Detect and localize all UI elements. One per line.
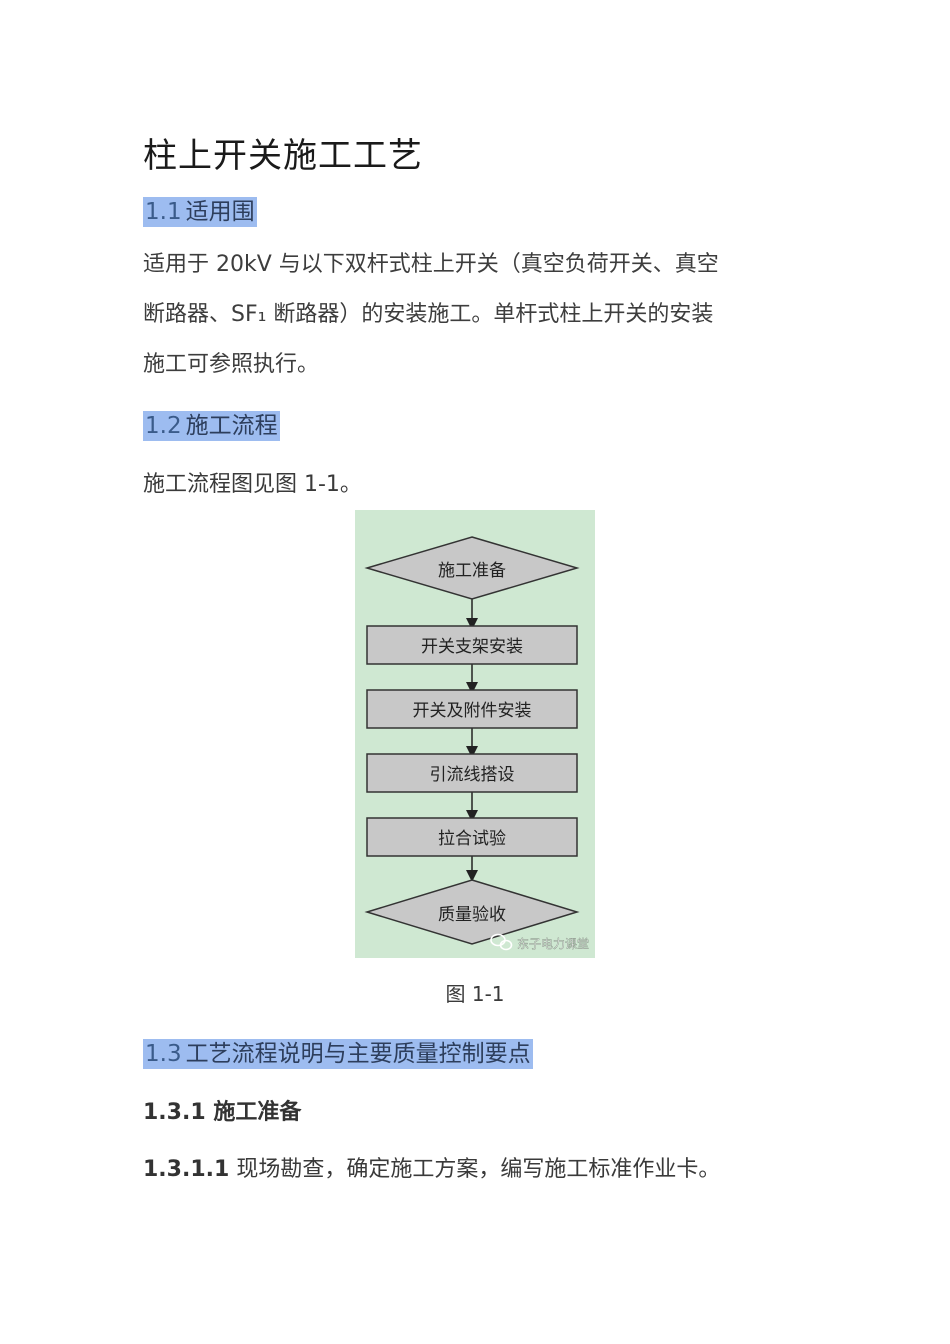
- flowchart: 施工准备 开关支架安装 开关及附件安装 引流线搭设 拉合试验 质量验收 东子电力…: [364, 536, 589, 951]
- paragraph-line: 断路器、SF₁ 断路器）的安装施工。单杆式柱上开关的安装: [143, 302, 714, 327]
- flow-step-shape: [366, 689, 578, 729]
- wechat-icon: [490, 933, 513, 951]
- subsection-title: 施工准备: [213, 1100, 302, 1125]
- section-number: 1.3: [143, 1039, 184, 1069]
- flowchart-figure: 施工准备 开关支架安装 开关及附件安装 引流线搭设 拉合试验 质量验收 东子电力…: [355, 510, 595, 958]
- flow-reference: 施工流程图见图 1-1。: [143, 472, 362, 497]
- flow-step-label: 拉合试验: [438, 829, 506, 849]
- flow-step-label: 施工准备: [438, 561, 506, 581]
- paragraph-line: 适用于 20kV 与以下双杆式柱上开关（真空负荷开关、真空: [143, 252, 719, 277]
- page-title: 柱上开关施工工艺: [143, 136, 423, 176]
- flow-step-shape: [364, 879, 580, 945]
- flow-step-label: 开关支架安装: [421, 637, 523, 657]
- section-title: 施工流程: [183, 411, 280, 441]
- flow-step-shape: [366, 817, 578, 857]
- paragraph-line: 施工可参照执行。: [143, 352, 320, 377]
- subsection-heading: 1.3.1 施工准备: [143, 1094, 301, 1126]
- scope-paragraph: 适用于 20kV 与以下双杆式柱上开关（真空负荷开关、真空 断路器、SF₁ 断路…: [143, 240, 813, 390]
- figure-caption: 图 1-1: [445, 982, 505, 1006]
- section-number: 1.1: [143, 197, 184, 227]
- watermark-text: 东子电力课堂: [517, 937, 589, 951]
- section-number: 1.2: [143, 411, 184, 441]
- subsection-number: 1.3.1: [143, 1100, 206, 1125]
- flow-step-shape: [366, 753, 578, 793]
- flow-step-shape: [366, 625, 578, 665]
- flow-step-label: 开关及附件安装: [413, 701, 532, 721]
- flow-step-label: 质量验收: [438, 905, 506, 925]
- item-line: 1.3.1.1 现场勘查，确定施工方案，编写施工标准作业卡。: [143, 1151, 720, 1183]
- flow-step-shape: [364, 536, 580, 600]
- section-title: 工艺流程说明与主要质量控制要点: [183, 1039, 533, 1069]
- flow-step-label: 引流线搭设: [430, 765, 515, 785]
- item-text: 现场勘查，确定施工方案，编写施工标准作业卡。: [236, 1157, 721, 1182]
- item-number: 1.3.1.1: [143, 1157, 230, 1182]
- section-title: 适用围: [183, 197, 257, 227]
